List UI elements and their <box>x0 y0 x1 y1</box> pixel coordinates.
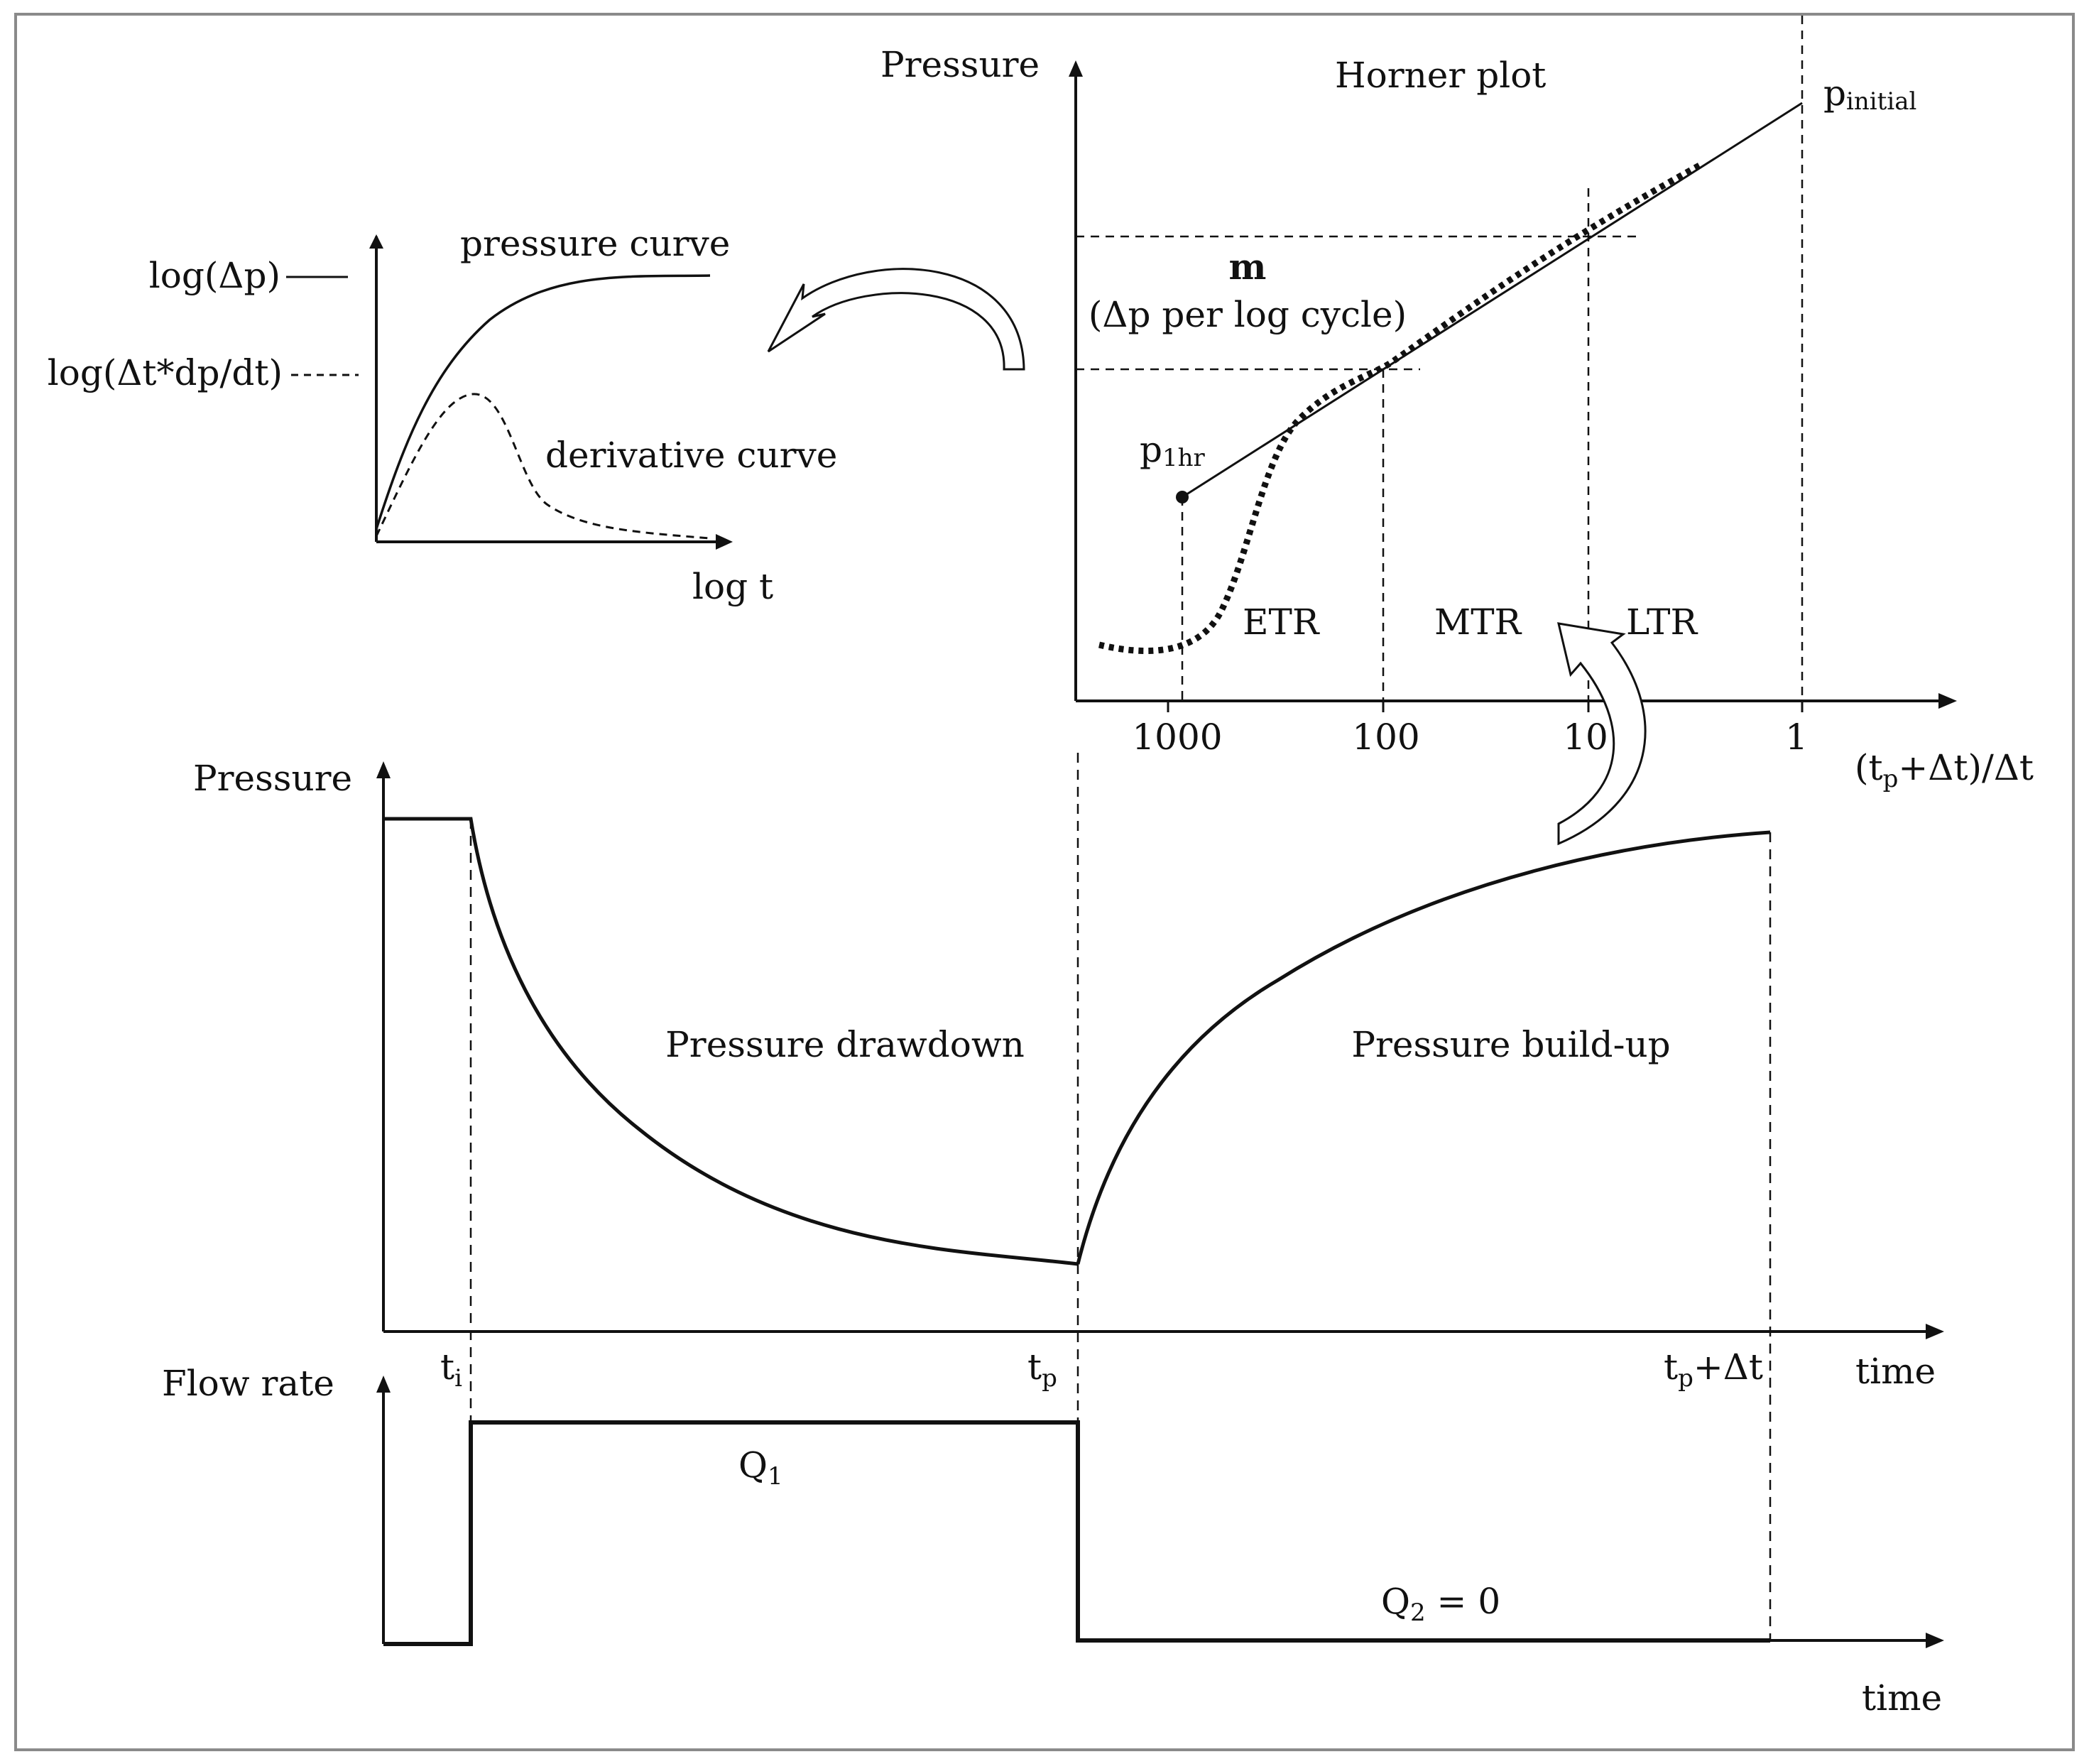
horner-y-arrow-icon <box>1069 60 1083 77</box>
buildup-curve <box>1076 830 1771 1265</box>
pressure-y-arrow-icon <box>376 761 391 778</box>
outer-frame <box>14 13 2075 1751</box>
derivative-y-arrow-icon <box>369 234 383 249</box>
derivative-plot: log(Δp) log(Δt*dp/dt) pressure curve der… <box>48 223 838 607</box>
log-t-label: log t <box>692 566 773 607</box>
horner-data-curve <box>1098 162 1703 654</box>
buildup-label: Pressure build-up <box>1351 1024 1670 1065</box>
drawdown-curve <box>383 817 1079 1266</box>
curved-arrow-to-derivative-icon <box>767 268 1025 371</box>
horner-plot: Pressure Horner plot pinitial p1hr m (Δp… <box>880 16 2034 793</box>
flow-y-arrow-icon <box>376 1376 391 1393</box>
horner-title: Horner plot <box>1335 55 1546 96</box>
derivative-curve <box>375 393 711 540</box>
horner-y-label: Pressure <box>880 44 1040 85</box>
tick-label-100: 100 <box>1352 717 1419 758</box>
flow-panel: Flow rate time Q1 Q2 = 0 <box>162 1363 1944 1719</box>
pressure-y-label: Pressure <box>193 758 352 799</box>
p1hr-point <box>1176 491 1189 503</box>
pressure-panel: Pressure Pressure drawdown Pressure buil… <box>193 753 1944 1640</box>
horner-x-arrow-icon <box>1938 693 1957 709</box>
flow-y-label: Flow rate <box>162 1363 334 1404</box>
flow-time-label: time <box>1862 1677 1942 1719</box>
derivative-curve-label: derivative curve <box>545 435 837 476</box>
slope-description: (Δp per log cycle) <box>1089 294 1407 335</box>
ltr-label: LTR <box>1626 601 1698 643</box>
p-1hr-label: p1hr <box>1140 429 1206 472</box>
mtr-label: MTR <box>1434 601 1522 643</box>
log-derivative-label: log(Δt*dp/dt) <box>48 352 283 393</box>
p-initial-label: pinitial <box>1823 72 1916 116</box>
ti-label: ti <box>440 1346 462 1393</box>
pressure-x-arrow-icon <box>1926 1324 1944 1339</box>
flow-x-arrow-icon <box>1926 1633 1944 1648</box>
derivative-x-arrow-icon <box>716 534 733 550</box>
q1-label: Q1 <box>738 1444 783 1491</box>
tp-label: tp <box>1027 1346 1057 1393</box>
q2-label: Q2 = 0 <box>1381 1581 1500 1627</box>
tick-label-10: 10 <box>1563 717 1608 758</box>
tick-label-1000: 1000 <box>1132 717 1222 758</box>
drawdown-label: Pressure drawdown <box>665 1024 1025 1065</box>
log-dp-label: log(Δp) <box>149 255 280 296</box>
etr-label: ETR <box>1243 601 1320 643</box>
pressure-curve <box>375 274 711 530</box>
flow-rate-step <box>383 1420 1770 1646</box>
slope-m-label: m <box>1229 246 1267 288</box>
horner-x-label: (tp+Δt)/Δt <box>1855 747 2034 793</box>
tick-label-1: 1 <box>1785 717 1808 758</box>
pressure-curve-label: pressure curve <box>460 223 730 264</box>
tp-dt-label: tp+Δt <box>1664 1346 1763 1393</box>
curved-arrow-to-horner-icon <box>1557 622 1647 846</box>
pressure-time-label: time <box>1855 1351 1936 1392</box>
